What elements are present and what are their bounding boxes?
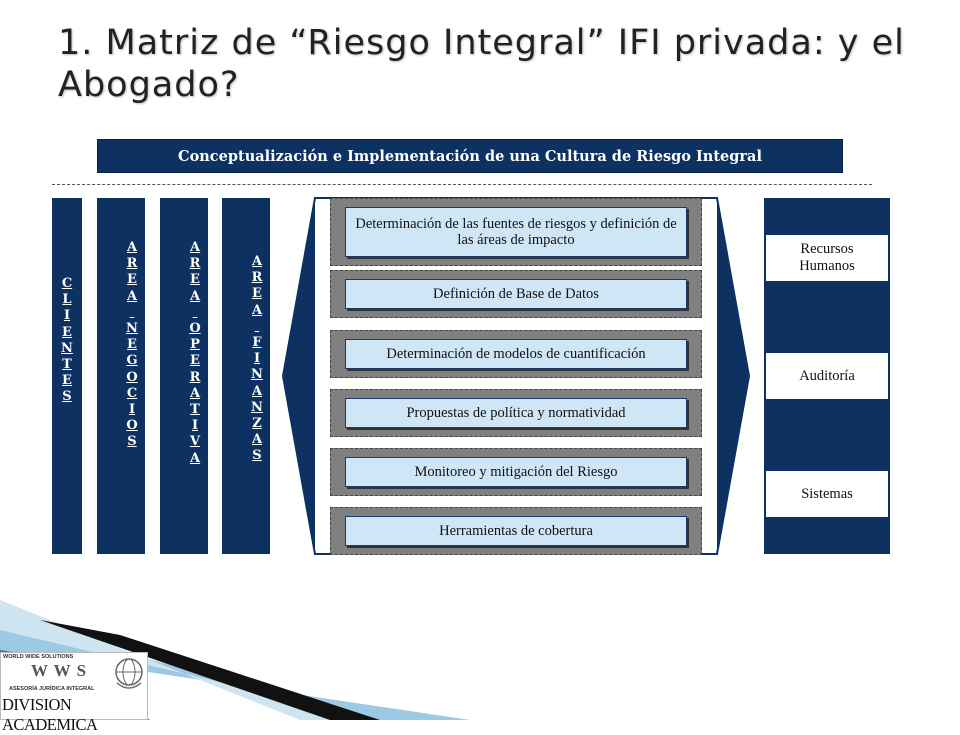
column-letter: S <box>127 434 137 450</box>
column-letter: A <box>251 254 263 269</box>
process-step: Herramientas de cobertura <box>330 507 702 555</box>
column-letter: S <box>62 389 72 405</box>
column-letter: N <box>61 340 73 356</box>
column-letter: F <box>252 335 262 351</box>
column-letter: R <box>189 369 201 385</box>
column-letter: A <box>251 302 263 318</box>
column-letter: G <box>126 353 138 369</box>
column-letter: L <box>62 292 72 308</box>
column-letter <box>97 305 167 321</box>
column-letter: E <box>127 337 137 353</box>
column-letter: T <box>190 402 200 418</box>
column-letter: A <box>126 240 138 255</box>
process-step: Monitoreo y mitigación del Riesgo <box>330 448 702 496</box>
box-recursos-humanos: Recursos Humanos <box>766 235 888 281</box>
column-letter: T <box>62 357 72 373</box>
globe-icon <box>115 658 143 689</box>
column-letter: C <box>61 276 73 291</box>
column-letter: E <box>190 272 200 288</box>
column-letter: A <box>251 383 263 399</box>
process-step: Propuestas de política y normatividad <box>330 389 702 437</box>
process-step: Determinación de las fuentes de riesgos … <box>330 198 702 266</box>
column-letter: P <box>190 337 200 353</box>
column-letter: Z <box>252 416 262 432</box>
box-auditoria: Auditoría <box>766 353 888 399</box>
column-letter: R <box>126 256 138 272</box>
column-letter: A <box>189 288 201 304</box>
logo-line1: WORLD WIDE SOLUTIONS <box>3 654 74 660</box>
column-letter: A <box>189 240 201 255</box>
wws-logo: WORLD WIDE SOLUTIONS W W S ASESORÍA JURÍ… <box>0 652 148 734</box>
column-letter: C <box>126 385 138 401</box>
column-letter: O <box>126 418 138 434</box>
support-column: Recursos Humanos Auditoría Sistemas <box>764 198 890 554</box>
process-step: Determinación de modelos de cuantificaci… <box>330 330 702 378</box>
column-letter: E <box>190 353 200 369</box>
column-letter: I <box>191 418 199 434</box>
column-letter: E <box>252 286 262 302</box>
column-letter: A <box>189 450 201 466</box>
logo-line3: ASESORÍA JURÍDICA INTEGRAL <box>9 686 95 692</box>
column-letter: S <box>252 448 262 464</box>
column-letter: E <box>62 324 72 340</box>
column-letter: N <box>251 399 263 415</box>
process-step: Definición de Base de Datos <box>330 270 702 318</box>
column-letter: A <box>251 432 263 448</box>
column-letter: O <box>126 369 138 385</box>
column-letter: O <box>189 321 201 337</box>
column-letter: N <box>126 321 138 337</box>
slide-title: 1. Matriz de “Riesgo Integral” IFI priva… <box>58 23 905 105</box>
column-letter: A <box>126 288 138 304</box>
box-sistemas: Sistemas <box>766 471 888 517</box>
column-letter: V <box>189 434 201 450</box>
column-letter <box>160 305 230 321</box>
column-letter: I <box>63 308 71 324</box>
column-letter: N <box>251 367 263 383</box>
column-letter: I <box>253 351 261 367</box>
logo-line4: DIVISION ACADEMICA <box>2 695 98 734</box>
culture-banner: Conceptualización e Implementación de un… <box>97 139 843 173</box>
column-letter: A <box>189 385 201 401</box>
column-letter: I <box>128 402 136 418</box>
column-letter: R <box>251 270 263 286</box>
column-letter: E <box>127 272 137 288</box>
dashed-separator <box>52 184 872 185</box>
logo-line2: W W S <box>31 661 88 680</box>
column-letter: E <box>62 373 72 389</box>
column-letter: R <box>189 256 201 272</box>
